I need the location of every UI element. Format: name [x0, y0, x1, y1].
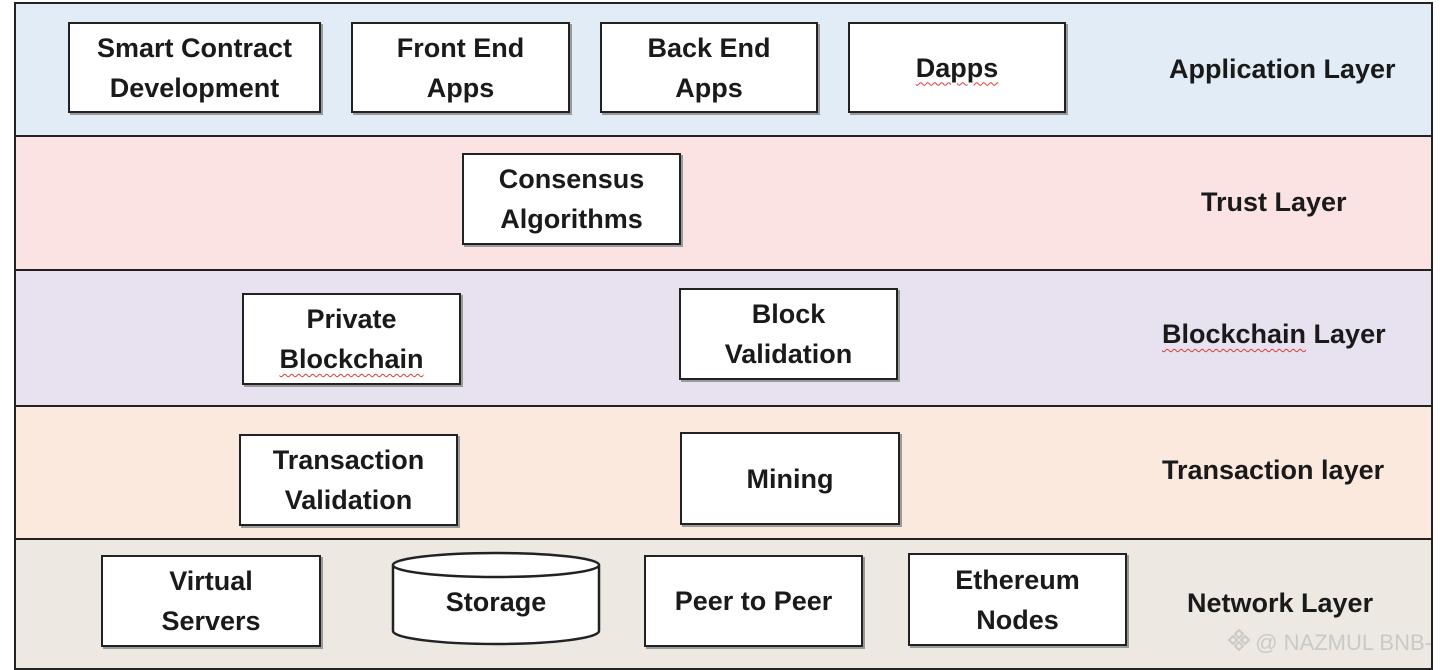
watermark-text: @ NAZMUL BNB-	[1255, 630, 1432, 655]
transaction-layer-label: Transaction layer	[1162, 455, 1385, 485]
storage-cylinder-icon	[391, 551, 601, 646]
blockchain-architecture-diagram: Smart Contract Development Front End App…	[14, 2, 1436, 670]
network-layer-label: Network Layer	[1187, 588, 1374, 618]
trust-layer-label: Trust Layer	[1201, 187, 1347, 217]
block-validation-box: Block Validation	[679, 288, 898, 380]
watermark: @ NAZMUL BNB-	[1227, 628, 1432, 658]
blockchain-layer-band: Private Blockchain Block Validation Bloc…	[14, 269, 1433, 407]
binance-diamond-icon	[1227, 628, 1251, 658]
storage-label: Storage	[445, 587, 547, 617]
blockchain-layer-label-suffix: Layer	[1306, 319, 1386, 349]
smart-contract-development-box: Smart Contract Development	[68, 22, 321, 113]
transaction-validation-box: Transaction Validation	[239, 434, 458, 526]
private-blockchain-box: Private Blockchain	[242, 293, 461, 385]
application-layer-label: Application Layer	[1169, 54, 1396, 84]
consensus-algorithms-box: Consensus Algorithms	[462, 153, 681, 245]
ethereum-nodes-box: Ethereum Nodes	[908, 553, 1127, 646]
blockchain-layer-label: Blockchain Layer	[1162, 319, 1386, 350]
peer-to-peer-box: Peer to Peer	[644, 555, 863, 647]
storage-cylinder: Storage	[390, 551, 602, 647]
dapps-label: Dapps	[915, 52, 999, 83]
virtual-servers-box: Virtual Servers	[101, 555, 321, 647]
dapps-box: Dapps	[848, 22, 1066, 113]
blockchain-layer-label-word: Blockchain	[1162, 319, 1307, 349]
private-blockchain-line1: Private	[306, 304, 397, 334]
network-layer-band: Virtual Servers Storage Peer to Peer Eth…	[14, 538, 1433, 670]
back-end-apps-box: Back End Apps	[600, 22, 818, 113]
private-blockchain-line2: Blockchain	[279, 344, 424, 374]
application-layer-band: Smart Contract Development Front End App…	[14, 2, 1433, 137]
front-end-apps-box: Front End Apps	[351, 22, 570, 113]
mining-box: Mining	[680, 432, 900, 525]
transaction-layer-band: Transaction Validation Mining Transactio…	[14, 405, 1433, 540]
trust-layer-band: Consensus Algorithms Trust Layer	[14, 135, 1433, 271]
